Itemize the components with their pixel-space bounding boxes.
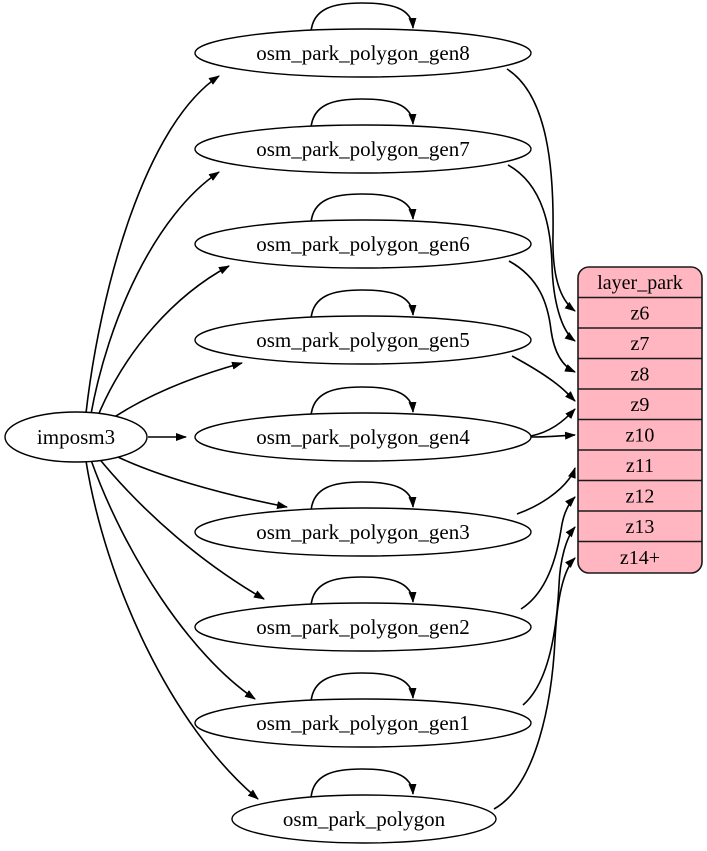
gen4-ellipse	[194, 412, 532, 462]
self-loop-gen4	[310, 386, 417, 417]
zoom-row-z10[interactable]: z10	[626, 425, 655, 447]
zoom-row-z12[interactable]: z12	[626, 486, 655, 508]
self-loop-gen3	[310, 481, 417, 512]
edge-gen1-z13	[522, 526, 576, 706]
node-osm-park-polygon-gen6[interactable]: osm_park_polygon_gen6	[194, 219, 532, 269]
node-label: osm_park_polygon_gen5	[256, 328, 469, 352]
node-osm-park-polygon-gen8[interactable]: osm_park_polygon_gen8	[194, 28, 532, 78]
edge-gen7-z7	[507, 164, 576, 342]
node-layer-park[interactable]: layer_park z6 z7 z8 z9 z10 z11 z12 z13 z…	[577, 266, 703, 574]
node-label: osm_park_polygon_gen3	[256, 520, 469, 544]
node-osm-park-polygon-gen1[interactable]: osm_park_polygon_gen1	[194, 698, 532, 748]
edge-imposm3-gen6	[96, 265, 230, 419]
self-loop-gen5	[310, 289, 417, 320]
zoom-row-z13[interactable]: z13	[626, 516, 655, 538]
edge-imposm3-gen1	[90, 459, 256, 700]
self-loop-gen1	[310, 672, 417, 703]
node-osm-park-polygon[interactable]: osm_park_polygon	[231, 794, 497, 844]
gen3-ellipse	[194, 507, 532, 557]
self-loop-gen7	[310, 98, 417, 129]
zoom-row-z6[interactable]: z6	[631, 303, 650, 325]
polygon-ellipse	[231, 794, 497, 844]
node-label: osm_park_polygon_gen4	[256, 425, 470, 449]
gen2-ellipse	[194, 602, 532, 652]
zoom-row-z11[interactable]: z11	[626, 455, 654, 477]
gen5-ellipse	[194, 315, 532, 365]
edge-imposm3-gen5	[103, 361, 243, 425]
node-imposm3[interactable]: imposm3	[4, 411, 148, 463]
gen7-ellipse	[194, 124, 532, 174]
node-group: imposm3 osm_park_polygon_gen8 osm_park_p…	[4, 28, 703, 844]
edge-gen8-z6	[506, 68, 576, 312]
node-osm-park-polygon-gen3[interactable]: osm_park_polygon_gen3	[194, 507, 532, 557]
edge-imposm3-gen2	[96, 455, 265, 600]
edge-imposm3-gen7	[90, 171, 220, 415]
gen8-ellipse	[194, 28, 532, 78]
node-label: osm_park_polygon_gen8	[256, 41, 469, 65]
zoom-row-z14plus[interactable]: z14+	[620, 547, 660, 569]
edge-gen5-z9	[511, 355, 576, 402]
edge-gen4-z9	[530, 408, 576, 437]
gen1-ellipse	[194, 698, 532, 748]
self-loop-gen2	[310, 576, 417, 607]
edge-gen4-z10	[530, 431, 576, 440]
self-loop-gen8	[310, 2, 417, 33]
edge-imposm3-gen3	[103, 449, 288, 510]
zoom-row-z9[interactable]: z9	[631, 394, 650, 416]
node-label: osm_park_polygon_gen2	[256, 615, 469, 639]
node-osm-park-polygon-gen4[interactable]: osm_park_polygon_gen4	[194, 412, 532, 462]
node-label: imposm3	[37, 425, 115, 449]
node-osm-park-polygon-gen7[interactable]: osm_park_polygon_gen7	[194, 124, 532, 174]
edge-imposm3-polygon	[85, 460, 259, 800]
edge-imposm3-gen8	[85, 75, 220, 414]
self-loop-gen6	[310, 193, 417, 224]
edge-gen6-z8	[508, 260, 576, 373]
edge-gen2-z12	[520, 496, 576, 610]
zoom-row-z8[interactable]: z8	[631, 364, 650, 386]
node-label: osm_park_polygon	[283, 807, 446, 831]
edge-group	[85, 2, 576, 810]
node-label: osm_park_polygon_gen7	[256, 137, 469, 161]
node-osm-park-polygon-gen5[interactable]: osm_park_polygon_gen5	[194, 315, 532, 365]
node-osm-park-polygon-gen2[interactable]: osm_park_polygon_gen2	[194, 602, 532, 652]
edge-gen3-z11	[516, 467, 576, 515]
edge-polygon-z14	[493, 557, 576, 810]
imposm3-ellipse	[4, 411, 148, 463]
gen6-ellipse	[194, 219, 532, 269]
zoom-row-z7[interactable]: z7	[631, 333, 650, 355]
node-label: osm_park_polygon_gen1	[256, 711, 469, 735]
self-loop-polygon	[310, 768, 417, 799]
layer-park-title: layer_park	[597, 272, 683, 294]
node-label: osm_park_polygon_gen6	[256, 232, 469, 256]
